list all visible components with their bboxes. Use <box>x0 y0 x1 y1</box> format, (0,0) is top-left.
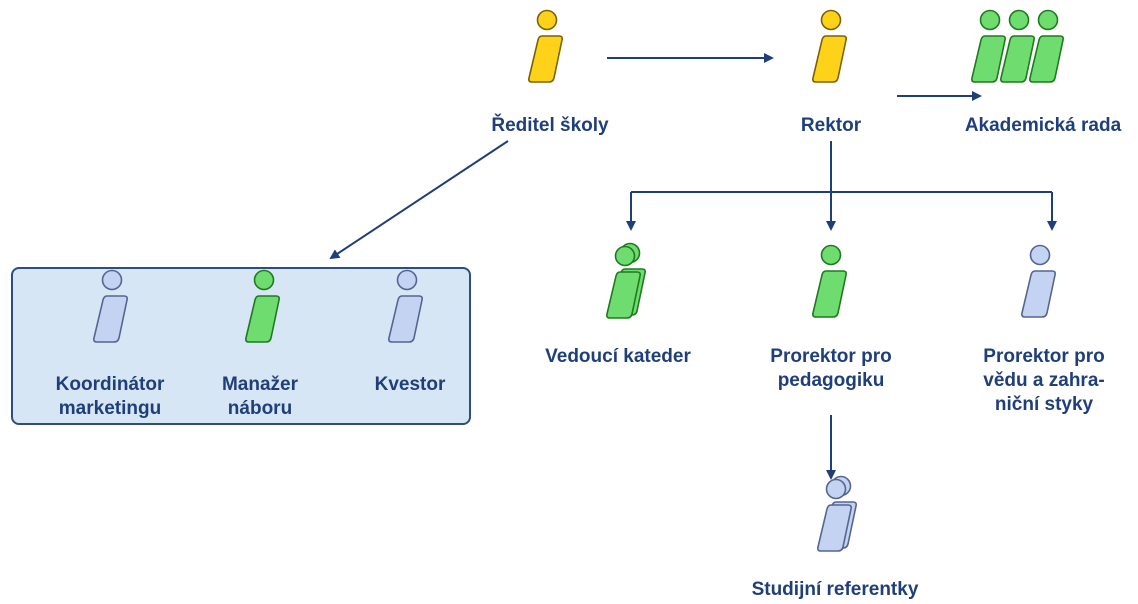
group-of-three-icon-akademicka <box>971 9 1064 83</box>
person-icon-prorektor-veda <box>1021 244 1056 318</box>
person-icon-manazer <box>245 269 280 343</box>
node-label-koordinator: Koordinátor marketingu <box>55 374 165 419</box>
stacked-persons-icon-studijni <box>817 475 857 552</box>
person-icon-rektor <box>812 9 847 83</box>
person-icon-koordinator <box>93 269 128 343</box>
staff-group-box <box>11 267 471 425</box>
node-label-manazer: Manažer náboru <box>221 374 299 419</box>
node-label-reditel: Ředitel školy <box>491 115 609 136</box>
node-label-kvestor: Kvestor <box>374 374 446 395</box>
person-icon-reditel <box>528 9 563 83</box>
edge-reditel-to-group <box>329 140 509 260</box>
node-label-akademicka: Akademická rada <box>964 115 1122 136</box>
node-label-vedouci: Vedoucí kateder <box>545 346 691 367</box>
person-icon-prorektor-ped <box>812 244 847 318</box>
edges <box>329 53 1057 480</box>
node-label-prorektor-veda: Prorektor pro vědu a zahra- niční styky <box>983 346 1105 415</box>
node-label-studijni: Studijní referentky <box>751 579 919 600</box>
person-icon-kvestor <box>388 269 423 343</box>
node-label-prorektor-ped: Prorektor pro pedagogiku <box>770 346 892 391</box>
stacked-persons-icon-vedouci <box>606 242 646 319</box>
node-label-rektor: Rektor <box>800 115 862 136</box>
